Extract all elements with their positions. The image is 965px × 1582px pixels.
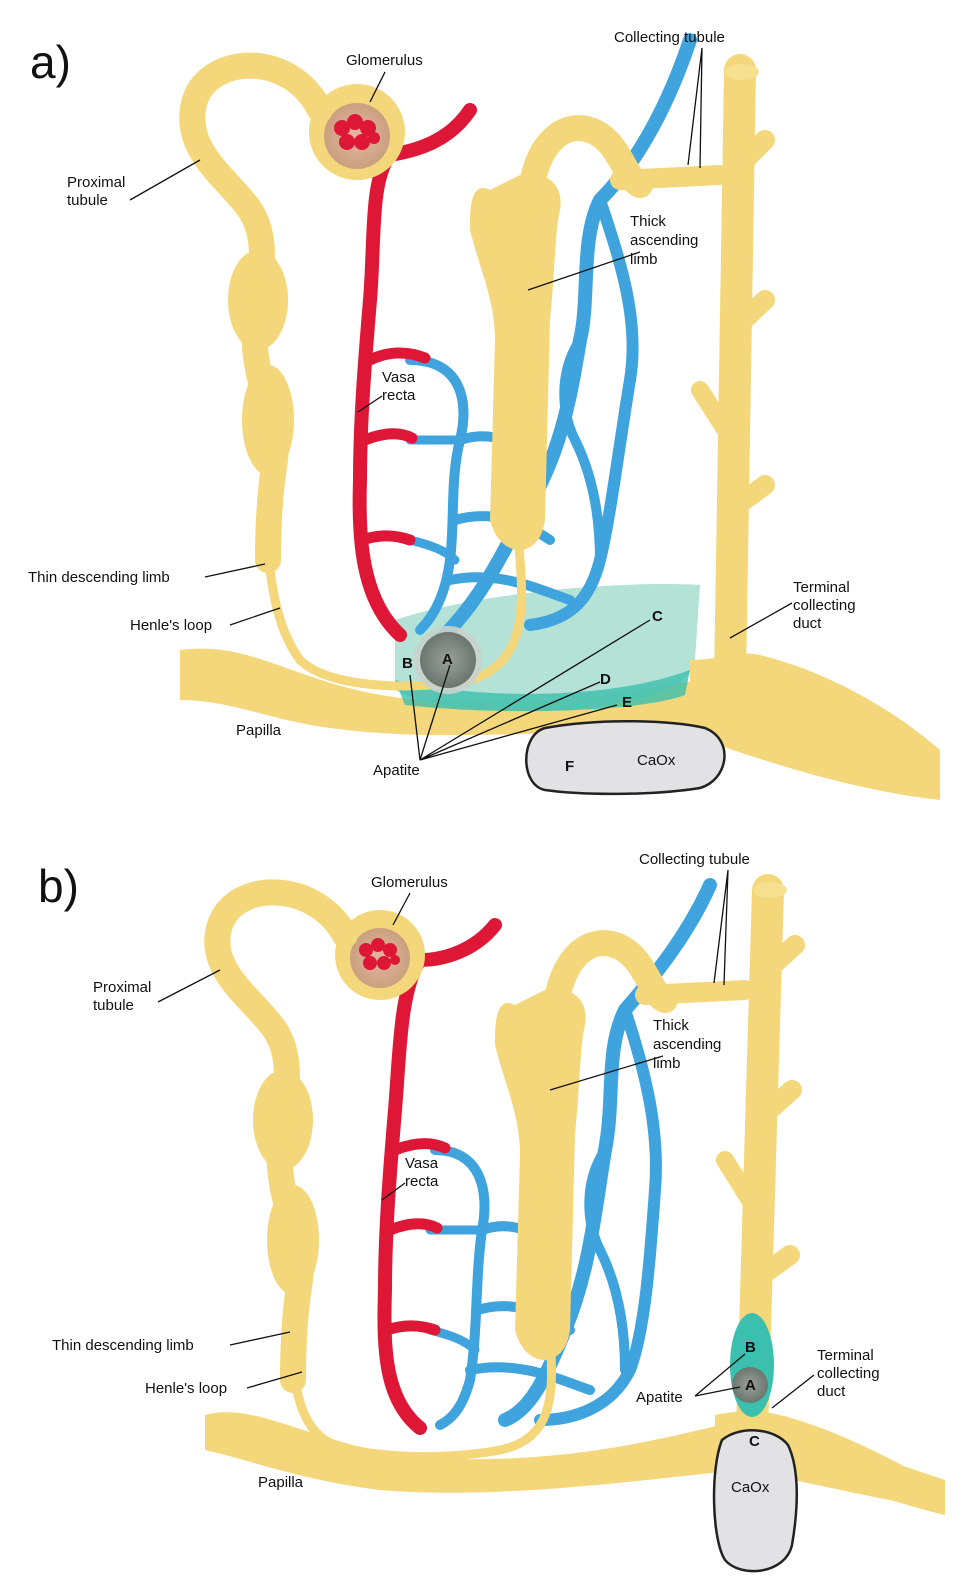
label-thin-desc-a: Thin descending limb [28,569,170,586]
collecting-duct-a [690,64,940,780]
site-a-b: A [745,1377,756,1394]
label-thick-1-a: Thick [630,213,666,230]
caox-stone-b[interactable] [714,1430,797,1571]
label-collecting-tubule-b: Collecting tubule [639,851,750,868]
label-thick-2-b: ascending [653,1036,721,1053]
label-vasa-1-a: Vasa [382,369,416,386]
label-terminal-3-a: duct [793,615,822,632]
caox-stone-a[interactable] [526,721,724,794]
label-proximal-2-b: tubule [93,997,134,1014]
label-vasa-1-b: Vasa [405,1155,439,1172]
label-terminal-3-b: duct [817,1383,846,1400]
label-glomerulus-b: Glomerulus [371,874,448,891]
label-papilla-a: Papilla [236,722,282,739]
label-glomerulus-a: Glomerulus [346,52,423,69]
label-proximal-2-a: tubule [67,192,108,209]
label-thick-2-a: ascending [630,232,698,249]
site-b-a: B [402,655,413,672]
label-proximal-1-a: Proximal [67,174,125,191]
label-collecting-tubule-a: Collecting tubule [614,29,725,46]
label-caox-a: CaOx [637,752,676,769]
label-apatite-b: Apatite [636,1389,683,1406]
label-caox-b: CaOx [731,1479,770,1496]
apatite-plug-b [730,1313,774,1417]
panel-a-letter: a) [30,36,71,88]
panel-a: a) [28,29,940,800]
label-vasa-2-b: recta [405,1173,439,1190]
label-terminal-2-a: collecting [793,597,856,614]
label-papilla-b: Papilla [258,1474,304,1491]
label-vasa-2-a: recta [382,387,416,404]
site-b-b: B [745,1339,756,1356]
site-a-a: A [442,651,453,668]
site-c-b: C [749,1433,760,1450]
site-f-a: F [565,758,574,775]
site-d-a: D [600,671,611,688]
label-terminal-1-b: Terminal [817,1347,874,1364]
label-proximal-1-b: Proximal [93,979,151,996]
label-apatite-a: Apatite [373,762,420,779]
label-henle-b: Henle's loop [145,1380,227,1397]
site-c-a: C [652,608,663,625]
label-henle-a: Henle's loop [130,617,212,634]
label-thick-1-b: Thick [653,1017,689,1034]
label-terminal-2-b: collecting [817,1365,880,1382]
label-thin-desc-b: Thin descending limb [52,1337,194,1354]
label-terminal-1-a: Terminal [793,579,850,596]
panel-b-letter: b) [38,860,79,912]
site-e-a: E [622,694,632,711]
collecting-duct-b [715,882,945,1515]
panel-b: b) [38,851,945,1571]
